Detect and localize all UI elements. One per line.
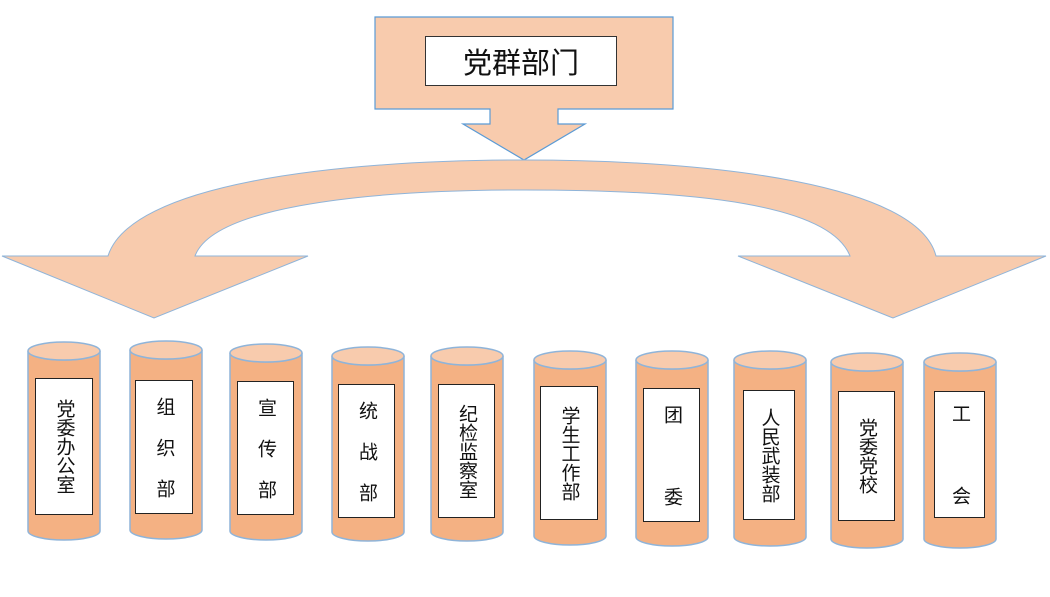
department-label-discipline: 纪检监察室 [438, 384, 495, 518]
cylinder-top [733, 350, 807, 370]
cylinder-top [635, 350, 709, 370]
department-label-student-affairs: 学生工作部 [540, 386, 598, 520]
department-label-labor-union: 工 会 [934, 391, 985, 518]
cylinder-top [923, 352, 997, 372]
department-label-armed-forces: 人民武装部 [743, 390, 795, 520]
department-label-publicity: 宣 传 部 [237, 381, 294, 515]
department-label-organization: 组 织 部 [135, 380, 193, 514]
department-label-party-office: 党委办公室 [35, 378, 93, 515]
cylinder-top [129, 340, 203, 360]
department-label-united-front: 统 战 部 [338, 384, 395, 518]
page-title: 党群部门 [425, 36, 617, 86]
cylinder-top [533, 350, 607, 370]
cylinder-top [331, 346, 405, 366]
curved-split-arrow [1, 159, 1047, 319]
cylinder-top [27, 341, 101, 361]
cylinder-top [229, 343, 303, 363]
cylinder-top [430, 346, 504, 366]
department-label-youth-league: 团 委 [643, 388, 700, 522]
department-label-party-school: 党委党校 [838, 391, 895, 521]
cylinder-top [830, 352, 904, 372]
